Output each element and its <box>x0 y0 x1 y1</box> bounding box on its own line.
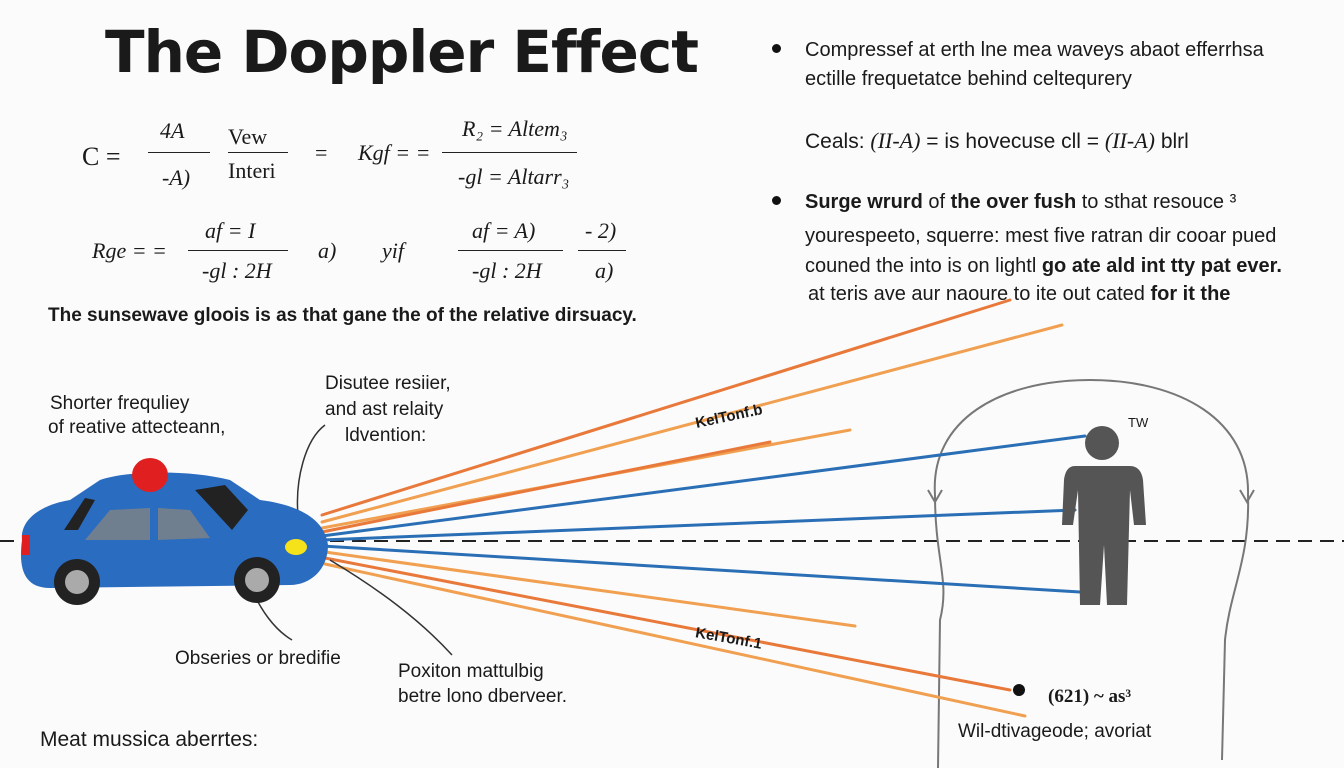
formula-3-num: af = A) <box>472 218 536 243</box>
formula-2-num: af = I <box>205 218 256 243</box>
label-meat: Meat mussica aberrtes: <box>40 728 259 751</box>
observer-circle <box>927 378 1255 768</box>
label-distance-2: and ast relaity <box>325 399 444 420</box>
label-distance-3: ldvention: <box>345 425 427 446</box>
label-position-2: betre lono dberveer. <box>398 686 568 707</box>
observer-caption: Wil-dtivageode; avoriat <box>958 721 1152 742</box>
formula-2-tail: a) <box>318 238 337 263</box>
ray-blue <box>320 544 1082 594</box>
bullet-icon <box>772 44 781 53</box>
bullet-2-line-4: at teris ave aur naoure to ite out cated… <box>808 283 1231 305</box>
formula-3-num2: - 2) <box>585 218 617 243</box>
page-title: The Doppler Effect <box>105 18 699 86</box>
formula-1-lhs: C = <box>82 142 121 171</box>
ceals-line: Ceals: (II-A) = is hovecuse cll = (II-A)… <box>805 128 1189 153</box>
formula-1-rhs-num: R₂ = Altem₃ <box>462 116 568 141</box>
car <box>20 458 329 605</box>
ray-orange <box>320 323 1064 524</box>
observer-formula: (621) ~ as³ <box>1048 686 1132 707</box>
bullet-2-line-2: yourespeeto, squerre: mest five ratran d… <box>805 225 1277 247</box>
ray-blue <box>320 434 1087 538</box>
formula-1-eq: = <box>315 140 328 165</box>
label-tw: TW <box>1128 415 1149 430</box>
observer-point <box>1013 684 1025 696</box>
ray-orange <box>320 298 1012 517</box>
formula-3-den: -gl : 2H <box>472 258 542 283</box>
bullet-2-line-1: Surge wrurd of the over fush to sthat re… <box>805 191 1237 213</box>
label-distance-1: Disutee resiier, <box>325 373 451 394</box>
formula-1-rhs-den: -gl = Altarr₃ <box>458 164 570 189</box>
label-shorter-2: of reative attecteann, <box>48 417 226 438</box>
formula-2-den: -gl : 2H <box>202 258 272 283</box>
ray-orange <box>323 562 1027 718</box>
ray-orange <box>323 556 1012 692</box>
wave-rays <box>320 298 1087 718</box>
formula-1-frac-den: Interi <box>228 158 276 183</box>
bullet-1-line-1: Compressef at erth lne mea waveys abaot … <box>805 39 1264 61</box>
formula-3-lhs: yif <box>382 238 404 263</box>
person-icon <box>1062 426 1146 605</box>
ray-blue <box>320 508 1077 542</box>
siren-light <box>132 458 168 492</box>
label-position-1: Poxiton mattulbig <box>398 661 544 682</box>
label-observes: Obseries or bredifie <box>175 648 341 669</box>
formula-1-den: -A) <box>162 165 191 190</box>
formula-2-lhs: Rge = = <box>92 238 167 263</box>
headlight <box>285 539 307 555</box>
label-shorter-1: Shorter frequliey <box>50 393 190 414</box>
ray-orange <box>320 440 772 534</box>
formula-1-frac-num: Vew <box>228 124 268 149</box>
bullet-2-line-3: couned the into is on lightl go ate ald … <box>805 255 1282 277</box>
formula-3-den2: a) <box>595 258 614 283</box>
formula-1-rhs-lhs: Kgf = = <box>358 140 431 165</box>
formula-1-num: 4A <box>160 118 185 143</box>
bullet-1-line-2: ectille frequetatce behind celtequrery <box>805 68 1132 90</box>
bullet-icon <box>772 196 781 205</box>
caption: The sunsewave gloois is as that gane the… <box>48 305 637 326</box>
ray-orange <box>323 550 857 628</box>
